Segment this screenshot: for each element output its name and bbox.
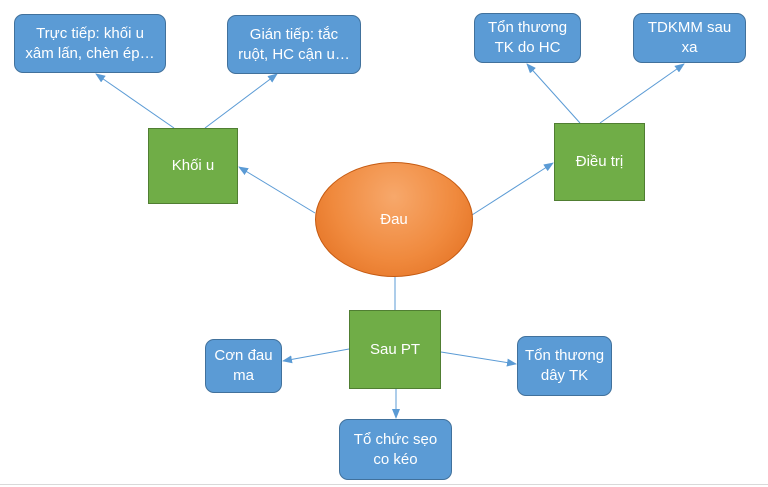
connector-center-to-khoi-u: [238, 166, 316, 214]
node-khoi-u[interactable]: Khối u: [148, 128, 238, 204]
connector-sau-pt-to-con-dau-ma: [282, 348, 350, 364]
connector-dieu-tri-to-ton-thuong-tk-hc: [526, 63, 581, 124]
node-ton-thuong-tk-hc-label: Tổn thương TK do HC: [487, 19, 568, 56]
node-gian-tiep-label: Gián tiếp: tắc ruột, HC cận u…: [238, 25, 350, 63]
node-center-dau[interactable]: Đau: [315, 162, 473, 277]
node-to-chuc-seo-label: Tổ chức sẹo co kéo: [353, 430, 438, 468]
connector-khoi-u-to-gian-tiep: [204, 73, 278, 129]
node-dieu-tri[interactable]: Điều trị: [554, 123, 645, 201]
connector-dieu-tri-to-tdkmm: [599, 63, 685, 124]
node-ton-thuong-day-tk-label: Tổn thương dây TK: [524, 347, 605, 384]
node-ton-thuong-tk-hc[interactable]: Tổn thương TK do HC: [474, 13, 581, 63]
node-tdkmm[interactable]: TDKMM sau xa: [633, 13, 746, 63]
node-khoi-u-label: Khối u: [171, 157, 215, 174]
connector-sau-pt-to-ton-thuong-day-tk: [440, 351, 517, 367]
node-ton-thuong-day-tk[interactable]: Tổn thương dây TK: [517, 336, 612, 396]
node-sau-pt-label: Sau PT: [369, 340, 421, 358]
node-gian-tiep[interactable]: Gián tiếp: tắc ruột, HC cận u…: [227, 15, 361, 74]
node-con-dau-ma-label: Cơn đau ma: [214, 347, 273, 384]
node-to-chuc-seo[interactable]: Tổ chức sẹo co kéo: [339, 419, 452, 480]
node-truc-tiep[interactable]: Trực tiếp: khối u xâm lấn, chèn ép…: [14, 14, 166, 73]
node-tdkmm-label: TDKMM sau xa: [647, 19, 732, 56]
node-sau-pt[interactable]: Sau PT: [349, 310, 441, 389]
node-dieu-tri-label: Điều trị: [575, 153, 624, 170]
connector-center-to-dieu-tri: [471, 162, 554, 216]
page-bottom-divider: [0, 484, 768, 485]
node-truc-tiep-label: Trực tiếp: khối u xâm lấn, chèn ép…: [25, 24, 155, 62]
connector-khoi-u-to-truc-tiep: [95, 73, 175, 129]
node-con-dau-ma[interactable]: Cơn đau ma: [205, 339, 282, 393]
node-center-dau-label: Đau: [380, 210, 408, 228]
